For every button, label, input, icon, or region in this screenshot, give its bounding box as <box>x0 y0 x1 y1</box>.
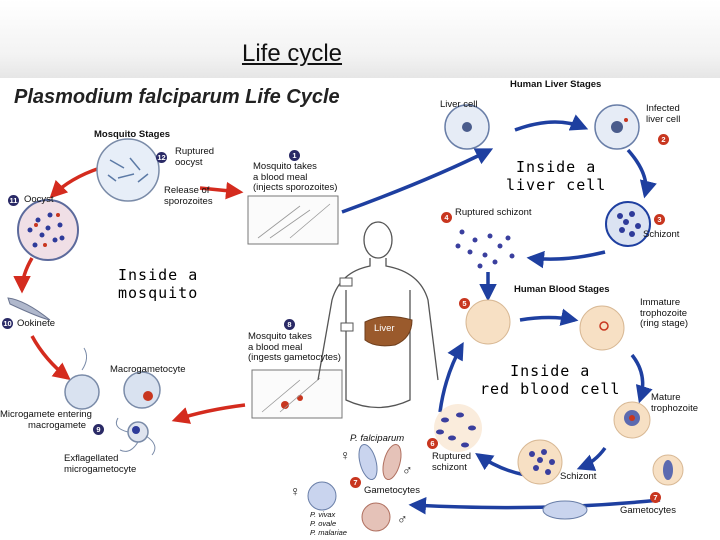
oocyst-cell <box>17 199 79 261</box>
falciparum-gametocytes <box>358 443 402 481</box>
label-ruptured-schizont-liver: Ruptured schizont <box>455 207 532 218</box>
step-2-badge: 2 <box>658 134 669 145</box>
label-gametocytes-right: Gametocytes <box>620 505 676 516</box>
gametocyte-cell-right <box>652 454 684 486</box>
liver-cell <box>444 104 490 150</box>
step-3-badge: 3 <box>654 214 665 225</box>
step-7-badge-right: 7 <box>650 492 661 503</box>
gametocyte-cell-bottom <box>542 500 588 520</box>
human-cycle-arrows <box>341 114 661 515</box>
other-species-gametocytes <box>307 481 391 532</box>
liver-organ <box>364 316 413 347</box>
step-1-badge: 1 <box>289 150 300 161</box>
mosquito-cycle-arrows <box>13 166 246 424</box>
step-8-badge: 8 <box>284 319 295 330</box>
label-schizont-liver: Schizont <box>643 229 680 240</box>
header-liver-stages: Human Liver Stages <box>510 79 602 90</box>
label-macrogametocyte: Macrogametocyte <box>110 364 186 375</box>
male-symbol-top: ♂ <box>402 462 413 478</box>
step-4-badge: 4 <box>441 212 452 223</box>
bite-box-bottom <box>251 369 343 419</box>
red-blood-cell <box>465 299 511 345</box>
female-symbol-top: ♀ <box>340 447 351 463</box>
step-11-badge: 11 <box>8 195 19 206</box>
header-blood-stages: Human Blood Stages <box>514 284 610 295</box>
liver-schizont-cell <box>605 201 651 247</box>
mature-trophozoite-cell <box>613 401 651 439</box>
label-p-falciparum: P. falciparum <box>350 433 405 444</box>
step-6-badge: 6 <box>427 438 438 449</box>
label-liver-cell: Liver cell <box>440 99 478 110</box>
label-oocyst: Oocyst <box>24 194 54 205</box>
immature-trophozoite-cell <box>579 305 625 351</box>
label-liver-organ: Liver <box>374 323 395 334</box>
exflagellated-shape <box>115 417 156 456</box>
ookinete-shape <box>7 297 51 321</box>
header-mosquito-stages: Mosquito Stages <box>94 129 171 140</box>
step-7-badge-left: 7 <box>350 477 361 488</box>
infected-liver-cell <box>594 104 640 150</box>
ruptured-oocyst-cell <box>96 138 160 202</box>
step-9-badge: 9 <box>93 424 104 435</box>
label-schizont-blood: Schizont <box>560 471 597 482</box>
step-12-badge: 12 <box>156 152 167 163</box>
step-10-badge: 10 <box>2 318 13 329</box>
step-5-badge: 5 <box>459 298 470 309</box>
blood-ruptured-schizont <box>434 404 482 452</box>
female-symbol-bottom: ♀ <box>290 483 301 499</box>
label-gametocytes-left: Gametocytes <box>364 485 420 496</box>
label-ookinete: Ookinete <box>17 318 56 329</box>
blood-schizont-cell <box>517 439 563 485</box>
microgamete-cell <box>64 347 100 410</box>
slide-title: Life cycle <box>241 40 343 67</box>
slide-header-band <box>0 0 720 78</box>
diagram-title: Plasmodium falciparum Life Cycle <box>14 86 340 108</box>
liver-ruptured-schizont <box>455 229 515 269</box>
bite-box-top <box>247 195 339 245</box>
macrogametocyte-cell <box>123 371 161 409</box>
male-symbol-bottom: ♂ <box>397 511 408 527</box>
